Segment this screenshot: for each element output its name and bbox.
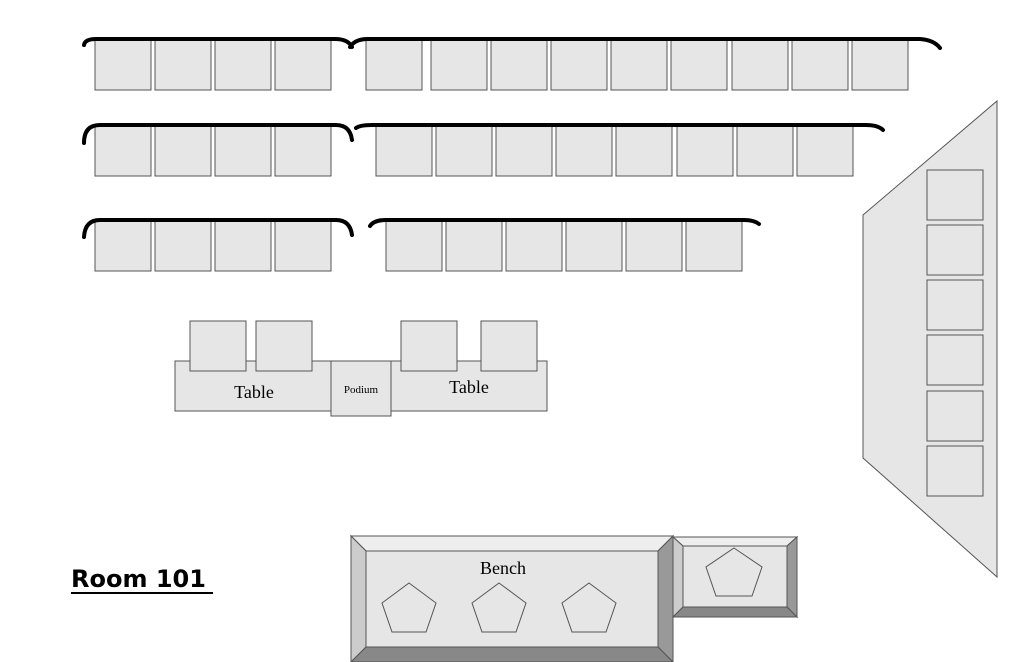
chair (926, 224, 984, 276)
chair (274, 220, 332, 272)
pentagon-icon (471, 582, 527, 633)
chair (926, 279, 984, 331)
chair (555, 125, 613, 177)
row-bar (348, 37, 942, 50)
chair (851, 39, 909, 91)
side-bench-bevel-top (671, 536, 799, 547)
chair (154, 220, 212, 272)
chair (926, 169, 984, 221)
table-right-label: Table (449, 377, 489, 397)
side-bench-bevel-left (672, 535, 684, 619)
chair (430, 39, 488, 91)
chair (94, 39, 152, 91)
chair (495, 125, 553, 177)
chair (550, 39, 608, 91)
chair (255, 320, 313, 372)
chair (400, 320, 458, 372)
chair (926, 445, 984, 497)
chair (610, 39, 668, 91)
chair (214, 125, 272, 177)
chair (274, 39, 332, 91)
chair (731, 39, 789, 91)
chair (615, 125, 673, 177)
row-1-left-section (82, 37, 354, 91)
bench-bevel-top (349, 535, 675, 552)
chair (365, 39, 423, 91)
chair (189, 320, 247, 372)
chair (565, 220, 623, 272)
pentagon-icon (705, 547, 763, 597)
chair (435, 125, 493, 177)
chair (791, 39, 849, 91)
seating-row-1 (82, 37, 942, 91)
row-3-left-section (82, 218, 354, 272)
bench-bevel-left (350, 534, 367, 662)
chair (926, 334, 984, 386)
chair (505, 220, 563, 272)
seating-row-3 (82, 218, 761, 272)
room-title: Room 101 (71, 565, 213, 594)
bench-bevel-bottom (350, 646, 674, 662)
row-bar (368, 218, 761, 228)
row-1-right-section (348, 37, 942, 91)
chair (490, 39, 548, 91)
chair (625, 220, 683, 272)
chair (214, 39, 272, 91)
room-title-text: Room 101 (71, 565, 206, 593)
chair (154, 39, 212, 91)
bench-bevel-right (657, 534, 674, 662)
pentagon-icon (381, 582, 437, 633)
side-stage (862, 99, 998, 579)
row-bar (82, 218, 354, 239)
front-table-group: Table Table Podium (174, 320, 548, 417)
chair (796, 125, 854, 177)
pentagon-icon (561, 582, 617, 633)
row-2-right-section (354, 123, 885, 177)
row-bar (82, 37, 354, 49)
chair (154, 125, 212, 177)
chair (385, 220, 443, 272)
table-left-label: Table (234, 382, 274, 402)
row-bar (354, 123, 885, 132)
chair (94, 125, 152, 177)
side-bench-bevel-bottom (671, 606, 799, 618)
row-bar (82, 123, 354, 145)
chair (670, 39, 728, 91)
row-2-left-section (82, 123, 354, 177)
chair (685, 220, 743, 272)
podium-label: Podium (344, 384, 379, 396)
side-bench-bevel-right (786, 535, 798, 619)
chair (676, 125, 734, 177)
chair (480, 320, 538, 372)
chair (926, 390, 984, 442)
chair (94, 220, 152, 272)
bench: Bench (349, 534, 675, 662)
chair (445, 220, 503, 272)
seating-row-2 (82, 123, 885, 177)
chair (274, 125, 332, 177)
bench-label: Bench (480, 558, 526, 578)
side-bench (671, 535, 799, 619)
chair (736, 125, 794, 177)
row-3-right-section (368, 218, 761, 272)
chair (214, 220, 272, 272)
podium (330, 360, 392, 417)
chair (375, 125, 433, 177)
